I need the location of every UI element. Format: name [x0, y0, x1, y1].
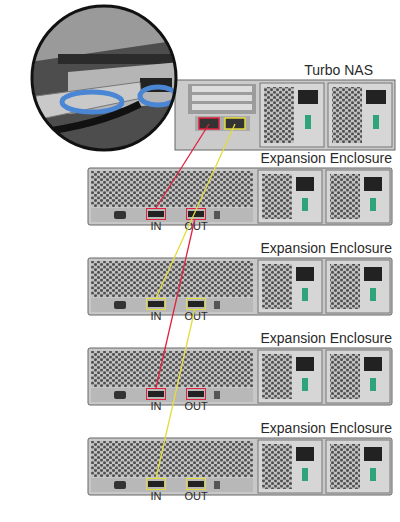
enclosure-rear-panel	[88, 258, 392, 315]
cable-plug	[36, 82, 142, 120]
enclosure-rear-panel	[88, 348, 392, 405]
slot-band	[58, 54, 180, 64]
power-supply	[260, 83, 324, 147]
port-box: IN	[146, 298, 166, 310]
port-box: OUT	[186, 478, 206, 490]
psu-fan	[332, 87, 362, 143]
port-housing	[195, 116, 250, 131]
cable-stub	[223, 124, 235, 150]
enclosure-chassis: INOUTExpansion Enclosure	[88, 258, 392, 315]
device-label: Expansion Enclosure	[260, 240, 392, 256]
inset-photo	[30, 4, 180, 154]
psu-latch	[373, 115, 379, 129]
port-label: IN	[151, 400, 162, 412]
power-supply	[328, 83, 392, 147]
device-label: Expansion Enclosure	[260, 330, 392, 346]
psu-latch	[305, 115, 311, 129]
power-socket	[366, 90, 386, 104]
enclosure-rear-panel	[88, 168, 392, 225]
inset-border	[32, 6, 176, 150]
port-label: OUT	[184, 490, 207, 502]
photo-background	[30, 4, 180, 154]
enclosure-chassis: INOUTExpansion Enclosure	[88, 168, 392, 225]
device-label: Turbo NAS	[304, 62, 373, 78]
pcie-slot	[192, 104, 252, 110]
enclosure-rear-panel	[88, 438, 392, 495]
port-label: IN	[151, 310, 162, 322]
enclosure-chassis: INOUTExpansion Enclosure	[88, 438, 392, 495]
port-box: OUT	[186, 208, 206, 220]
cable-connector	[156, 150, 193, 208]
nas-chassis: Turbo NAS	[175, 80, 395, 150]
cable-connector	[156, 220, 195, 388]
cable-connector	[156, 150, 223, 298]
enclosure-chassis: INOUTExpansion Enclosure	[88, 348, 392, 405]
port-label: OUT	[184, 400, 207, 412]
port-box: IN	[146, 478, 166, 490]
device-label: Expansion Enclosure	[260, 150, 392, 166]
pull-tab	[62, 92, 122, 112]
port-label: OUT	[184, 310, 207, 322]
pcie-slot	[192, 95, 252, 101]
pcie-area	[188, 84, 256, 114]
port-label: OUT	[184, 220, 207, 232]
chassis-top	[30, 4, 180, 62]
pcie-slot	[192, 86, 252, 92]
cable-connector	[156, 310, 195, 478]
power-socket	[298, 90, 318, 104]
nas-sas-port	[225, 118, 245, 129]
port-label: IN	[151, 490, 162, 502]
nas-sas-port	[199, 118, 219, 129]
nas-body	[175, 80, 395, 150]
port-box: OUT	[186, 388, 206, 400]
psu-fan	[264, 87, 294, 143]
device-label: Expansion Enclosure	[260, 420, 392, 436]
port-label: IN	[151, 220, 162, 232]
cable-stub	[193, 124, 209, 150]
port-box: OUT	[186, 298, 206, 310]
port-box: IN	[146, 208, 166, 220]
port-box: IN	[146, 388, 166, 400]
